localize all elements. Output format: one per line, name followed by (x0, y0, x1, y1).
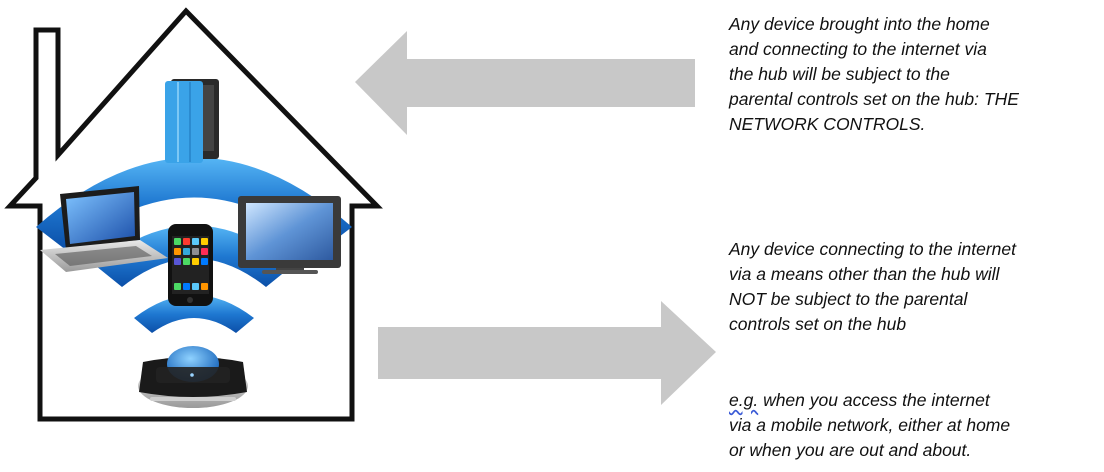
network-controls-note: Any device brought into the home and con… (729, 12, 1099, 137)
home-hub-router-icon (138, 346, 248, 408)
not-subject-note: Any device connecting to the internet vi… (729, 237, 1099, 337)
note-line: NOT be subject to the parental (729, 287, 1099, 312)
tablet-icon (165, 79, 219, 163)
note-line: via a mobile network, either at home (729, 413, 1099, 438)
arrow-right-icon (378, 301, 716, 405)
example-line-rest: when you access the internet (758, 390, 990, 410)
note-line: controls set on the hub (729, 312, 1099, 337)
example-note: e.g. when you access the internet via a … (729, 388, 1099, 463)
note-line: or when you are out and about. (729, 438, 1099, 463)
note-line: NETWORK CONTROLS. (729, 112, 1099, 137)
arrow-left-icon (355, 31, 695, 135)
note-line: via a means other than the hub will (729, 262, 1099, 287)
note-line: the hub will be subject to the (729, 62, 1099, 87)
smartphone-icon (168, 224, 213, 306)
television-icon (238, 196, 341, 274)
eg-abbreviation: e.g. (729, 390, 758, 410)
note-line: and connecting to the internet via (729, 37, 1099, 62)
note-line: parental controls set on the hub: THE (729, 87, 1099, 112)
note-line: Any device connecting to the internet (729, 237, 1099, 262)
note-line: Any device brought into the home (729, 12, 1099, 37)
note-line: e.g. when you access the internet (729, 388, 1099, 413)
